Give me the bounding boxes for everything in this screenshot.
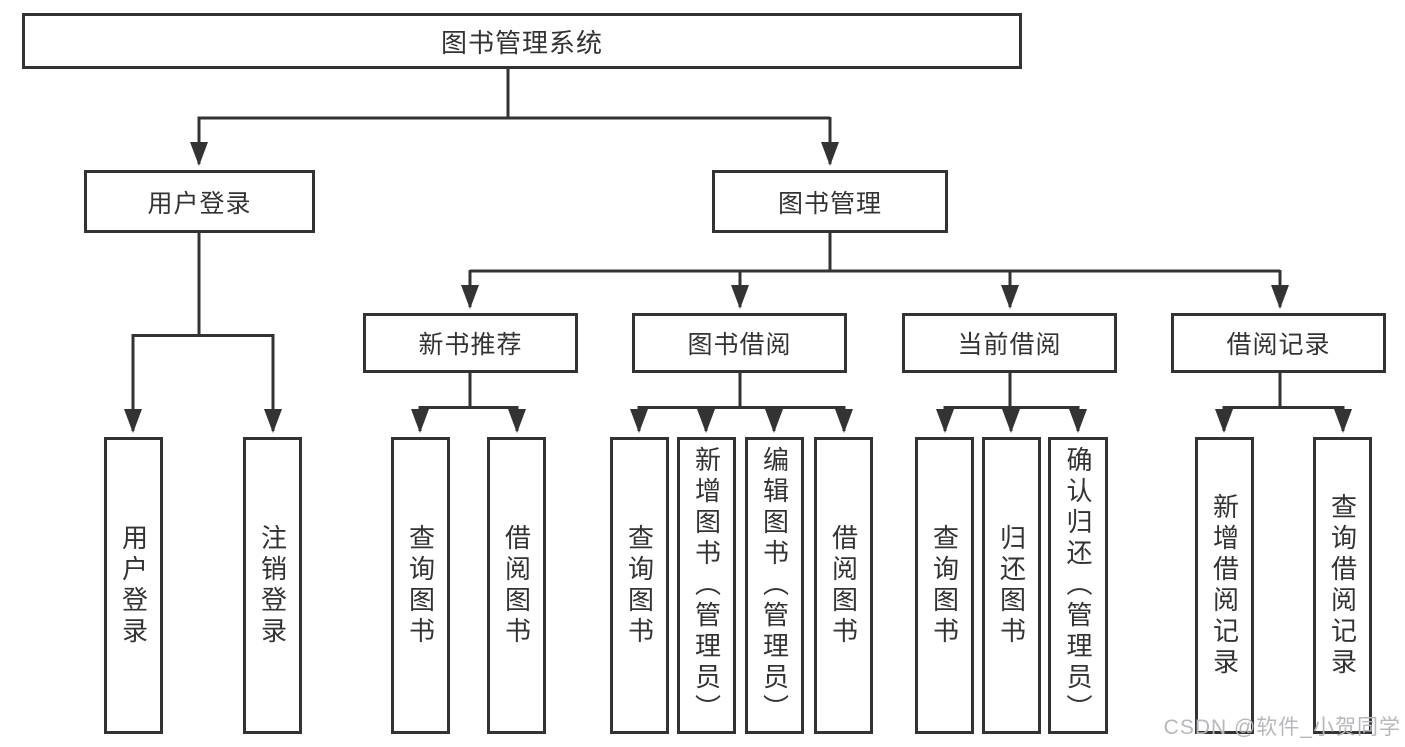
leaf-query-borrow-record: 查询借阅记录	[1313, 437, 1372, 734]
leaf-query-books-current: 查询图书	[915, 437, 974, 734]
leaf-add-books-admin: 新增图书（管理员）	[677, 437, 736, 734]
leaf-query-books-current-label: 查询图书	[929, 523, 960, 648]
node-library-system: 图书管理系统	[22, 13, 1022, 69]
leaf-query-books-recommend: 查询图书	[391, 437, 450, 734]
leaf-logout: 注销登录	[243, 437, 302, 734]
leaf-query-books-borrowing: 查询图书	[610, 437, 669, 734]
leaf-confirm-return-admin-label: 确认归还（管理员）	[1063, 446, 1093, 725]
leaf-add-borrow-record-label: 新增借阅记录	[1209, 492, 1240, 679]
node-user-login: 用户登录	[84, 170, 315, 233]
leaf-borrow-books-borrowing: 借阅图书	[814, 437, 873, 734]
leaf-add-borrow-record: 新增借阅记录	[1195, 437, 1254, 734]
node-current-borrowing: 当前借阅	[902, 313, 1117, 373]
leaf-return-books: 归还图书	[982, 437, 1041, 734]
leaf-query-books-recommend-label: 查询图书	[405, 523, 436, 648]
csdn-watermark: CSDN @软件_小贺同学	[1163, 716, 1401, 739]
leaf-borrow-books-recommend-label: 借阅图书	[501, 523, 532, 648]
leaf-edit-books-admin-label: 编辑图书（管理员）	[759, 446, 790, 725]
leaf-confirm-return-admin: 确认归还（管理员）	[1048, 437, 1108, 734]
node-book-borrowing: 图书借阅	[632, 313, 847, 373]
leaf-edit-books-admin: 编辑图书（管理员）	[745, 437, 804, 734]
leaf-logout-label: 注销登录	[257, 523, 288, 648]
leaf-borrow-books-recommend: 借阅图书	[487, 437, 546, 734]
leaf-user-login: 用户登录	[104, 437, 163, 734]
node-new-book-recommendation: 新书推荐	[363, 313, 578, 373]
leaf-query-borrow-record-label: 查询借阅记录	[1327, 492, 1358, 679]
leaf-add-books-admin-label: 新增图书（管理员）	[691, 446, 722, 725]
node-book-management: 图书管理	[712, 170, 948, 233]
leaf-query-books-borrowing-label: 查询图书	[624, 523, 655, 648]
leaf-borrow-books-borrowing-label: 借阅图书	[828, 523, 859, 648]
node-borrowing-records: 借阅记录	[1171, 313, 1386, 373]
leaf-return-books-label: 归还图书	[996, 523, 1027, 648]
leaf-user-login-label: 用户登录	[118, 523, 149, 648]
